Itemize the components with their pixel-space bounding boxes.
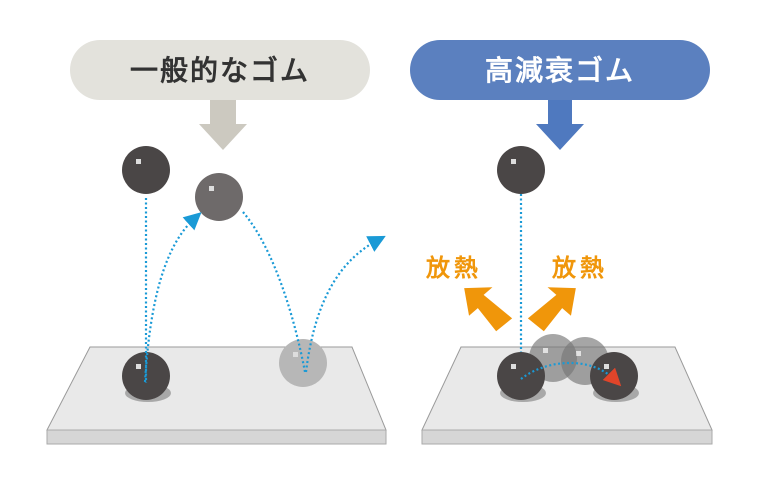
ball-impact-hd [497,352,545,400]
ball-rebound-peak [195,173,243,221]
left-down-arrow-icon [199,100,247,150]
left-title-pill [70,40,370,100]
second-rebound-path [304,235,386,373]
heat-arrow-right-icon [527,287,576,332]
left-title: 一般的なゴム [130,54,310,87]
ball-rest-hd [590,352,638,400]
roll-path-hd [520,361,622,387]
heat-label-right: 放熱 [551,254,608,282]
right-title: 高減衰ゴム [485,54,635,87]
ball-drop-start-hd [497,146,545,194]
ball-drop-start [122,146,170,194]
left-floor-front [46,429,387,445]
right-down-arrow-icon [536,100,584,150]
fall-path [242,211,307,373]
rebound-path [143,212,202,383]
left-floor-top [46,346,387,431]
heat-label-left: 放熱 [425,254,482,282]
right-title-pill [410,40,710,100]
right-floor-front [421,429,713,445]
right-panel: 高減衰ゴム 放熱 放熱 [410,40,713,445]
heat-arrow-left-icon [464,287,513,332]
left-panel: 一般的なゴム [46,40,387,445]
